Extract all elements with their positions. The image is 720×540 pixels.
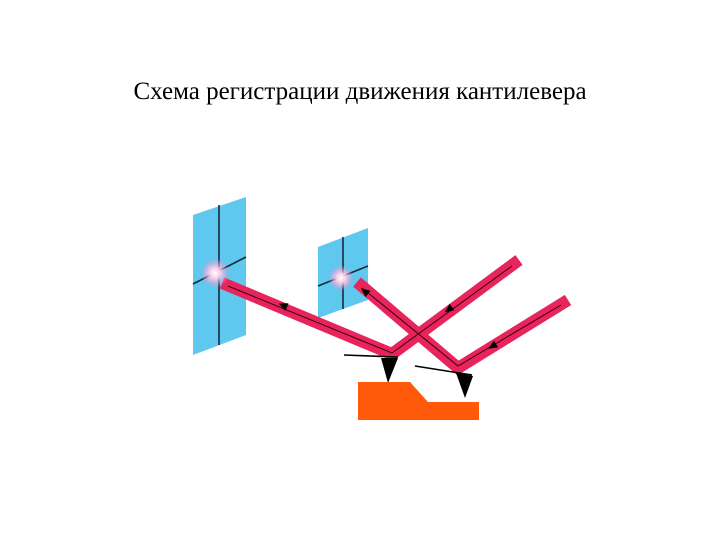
arrow-icon bbox=[444, 303, 455, 313]
laser-beams bbox=[219, 255, 572, 376]
pyramid-tip-icon bbox=[381, 358, 398, 383]
pyramid-tip-icon bbox=[456, 373, 473, 398]
large-detector-laser-spot bbox=[200, 258, 230, 288]
beam-axis-1 bbox=[227, 265, 513, 354]
beam-axis-lines bbox=[227, 265, 562, 367]
beam-axis-2 bbox=[361, 287, 562, 367]
arrow-icon bbox=[488, 340, 499, 349]
sample-surface bbox=[358, 382, 479, 420]
beam-arrows bbox=[278, 288, 499, 349]
cantilever-left-arm bbox=[343, 354, 399, 358]
arrow-icon bbox=[278, 303, 289, 311]
laser-beam-1 bbox=[219, 255, 523, 361]
small-detector-laser-spot bbox=[328, 265, 354, 291]
cantilever-right bbox=[414, 365, 473, 398]
arrow-icon bbox=[361, 288, 371, 298]
cantilever-left bbox=[343, 354, 399, 383]
cantilever-right-arm bbox=[414, 365, 473, 376]
slide-title: Схема регистрации движения кантилевера bbox=[133, 78, 587, 105]
